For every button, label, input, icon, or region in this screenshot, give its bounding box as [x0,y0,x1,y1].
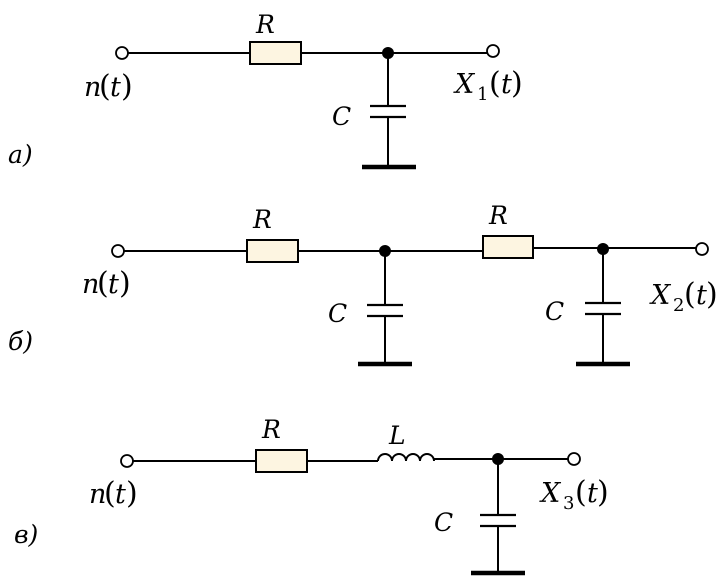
svg-text:t: t [587,478,598,509]
label-c-b1: C [328,299,347,328]
svg-text:): ) [706,277,718,312]
svg-text:X: X [539,478,562,509]
output-terminal-c [567,452,581,466]
svg-text:(: ( [489,66,501,101]
svg-text:X: X [649,280,672,311]
label-input-b: n ( t ) [82,266,131,301]
label-r-b1: R [252,205,272,234]
label-r-b2: R [488,201,508,230]
svg-text:n: n [89,479,106,510]
label-output-a: X 1 ( t ) [453,66,523,105]
caption-c: в) [14,520,38,549]
input-terminal-c [120,454,134,468]
caption-b: б) [8,327,33,356]
label-c-c: C [434,508,453,537]
svg-text:(: ( [99,69,111,104]
label-input-c: n ( t ) [89,476,138,511]
svg-text:n: n [82,269,99,300]
label-c-b2: C [545,297,564,326]
circuit-c: R L C n ( t ) X 3 ( t ) в) [14,415,609,576]
svg-text:1: 1 [477,84,488,105]
label-output-c: X 3 ( t ) [539,475,609,514]
resistor-b2 [482,235,534,259]
input-terminal-a [115,46,129,60]
svg-text:t: t [110,72,121,103]
svg-text:): ) [511,66,523,101]
svg-text:n: n [84,72,101,103]
svg-text:(: ( [97,266,109,301]
svg-text:): ) [121,69,133,104]
circuit-b: R R C C n ( t ) X 2 ( t ) б) [8,201,718,367]
svg-text:t: t [108,269,119,300]
svg-text:t: t [501,69,512,100]
svg-text:2: 2 [673,295,684,316]
label-input-a: n ( t ) [84,69,133,104]
label-r-a: R [255,10,275,39]
output-terminal-b [695,242,709,256]
resistor-b1 [246,239,299,263]
label-output-b: X 2 ( t ) [649,277,718,316]
inductor-c [377,453,435,462]
svg-text:): ) [119,266,131,301]
svg-text:): ) [126,476,138,511]
svg-text:3: 3 [563,493,574,514]
svg-text:t: t [696,280,707,311]
caption-a: а) [8,140,33,169]
label-r-c: R [261,415,281,444]
input-terminal-b [111,244,125,258]
resistor-c [255,449,308,473]
svg-text:t: t [115,479,126,510]
resistor-a [249,41,302,65]
svg-text:): ) [597,475,609,510]
output-terminal-a [486,44,500,58]
svg-text:(: ( [684,277,696,312]
label-l-c: L [388,421,406,450]
circuit-a: R C n ( t ) X 1 ( t ) а) [8,10,523,170]
svg-text:(: ( [575,475,587,510]
svg-text:(: ( [104,476,116,511]
svg-text:X: X [453,69,476,100]
label-c-a: C [332,102,351,131]
